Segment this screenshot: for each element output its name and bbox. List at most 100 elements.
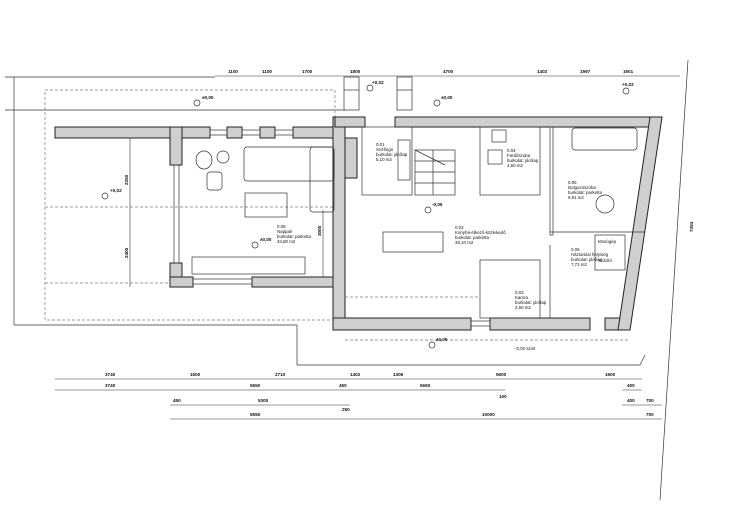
- vertical-dimensions: 2350 2400 3000 7394: [124, 138, 694, 287]
- svg-text:1100: 1100: [228, 69, 238, 74]
- svg-text:2,50 m2: 2,50 m2: [515, 305, 531, 310]
- svg-text:1306: 1306: [393, 372, 404, 377]
- svg-text:34,80 m2: 34,80 m2: [277, 239, 296, 244]
- svg-text:Kamra: Kamra: [515, 295, 528, 300]
- sofa: [243, 146, 335, 182]
- svg-text:Szélfogó: Szélfogó: [376, 147, 394, 152]
- walls: [54, 116, 663, 331]
- svg-text:1997: 1997: [580, 69, 591, 74]
- svg-text:450: 450: [339, 383, 347, 388]
- svg-text:Háztartási helyiség: Háztartási helyiség: [571, 252, 609, 257]
- svg-text:0.05: 0.05: [568, 180, 577, 185]
- top-dimension-line: 1100 1100 1700 1800 4700 1402 1997 1601: [215, 69, 680, 77]
- svg-text:5550: 5550: [250, 412, 261, 417]
- dining-table: [382, 231, 444, 253]
- svg-text:0.02: 0.02: [455, 225, 464, 230]
- level-marker-icon: ±0,00: [433, 95, 453, 107]
- svg-text:10000: 10000: [482, 412, 495, 417]
- svg-text:1600: 1600: [190, 372, 201, 377]
- bench: [397, 139, 411, 181]
- svg-text:100: 100: [499, 394, 507, 399]
- room-label-living: 0.08 Nappali burkolat: parketta 34,80 m2: [277, 224, 311, 244]
- svg-text:1601: 1601: [623, 69, 634, 74]
- svg-text:2710: 2710: [275, 372, 286, 377]
- svg-text:Fürdőszoba: Fürdőszoba: [507, 153, 531, 158]
- svg-text:0.08: 0.08: [277, 224, 286, 229]
- level-marker-icon: ±0,00: [428, 337, 448, 349]
- svg-text:+0,02: +0,02: [372, 80, 384, 85]
- svg-text:burkolat: járólap: burkolat: járólap: [515, 300, 547, 305]
- svg-text:7394: 7394: [689, 221, 694, 232]
- desk-chair: [595, 194, 615, 214]
- svg-text:0.04: 0.04: [507, 148, 516, 153]
- svg-text:Nappali: Nappali: [277, 229, 292, 234]
- level-markers: ±0,00 +0,02 ±0,00 +0,02 ±0,00 -0,05 +0,0…: [101, 80, 634, 349]
- room-label-vestibule: 0.01 Szélfogó burkolat: járólap 5,10 m2: [376, 142, 408, 162]
- bottom-dimension-row-4: 5550 250 10000 700: [170, 407, 662, 420]
- svg-text:0.06: 0.06: [571, 247, 580, 252]
- svg-text:burkolat: járólap: burkolat: járólap: [507, 158, 539, 163]
- side-table: [216, 150, 230, 164]
- sill-note: -0,00 szint: [515, 346, 536, 351]
- coffee-table: [244, 192, 288, 218]
- svg-text:1600: 1600: [605, 372, 616, 377]
- staircase: [414, 149, 456, 196]
- svg-text:5650: 5650: [420, 383, 431, 388]
- svg-text:burkolat: parketta: burkolat: parketta: [568, 190, 602, 195]
- svg-text:5,10 m2: 5,10 m2: [376, 157, 392, 162]
- level-marker-icon: -0,05: [424, 202, 443, 214]
- svg-text:5600: 5600: [496, 372, 507, 377]
- svg-text:±0,00: ±0,00: [436, 337, 448, 342]
- room-label-study: 0.05 Dolgozószoba burkolat: parketta 9,9…: [568, 180, 602, 200]
- level-marker-icon: +0,02: [366, 80, 384, 92]
- bottom-dimension-row-2: 3740 5550 450 5650 400: [55, 383, 642, 391]
- svg-text:±0,00: ±0,00: [441, 95, 453, 100]
- room-label-pantry: 0.03 Kamra burkolat: járólap 2,50 m2: [515, 290, 547, 310]
- washer-dryer: [594, 234, 626, 271]
- svg-text:700: 700: [646, 398, 654, 403]
- sofa-chaise: [309, 146, 335, 213]
- bottom-dimension-row-3: 450 5300 100 400 700: [170, 394, 662, 406]
- svg-text:4,60 m2: 4,60 m2: [507, 163, 523, 168]
- svg-text:36,10 m2: 36,10 m2: [455, 240, 474, 245]
- svg-text:1402: 1402: [537, 69, 548, 74]
- svg-text:5550: 5550: [250, 383, 261, 388]
- svg-text:0.01: 0.01: [376, 142, 385, 147]
- ottoman: [206, 171, 223, 191]
- svg-text:1100: 1100: [262, 69, 272, 74]
- svg-text:7,73 m2: 7,73 m2: [571, 262, 587, 267]
- washer-label: Mosógép: [598, 239, 617, 244]
- svg-text:±0,00: ±0,00: [202, 95, 214, 100]
- svg-text:burkolat: járólap: burkolat: járólap: [376, 152, 408, 157]
- svg-text:1700: 1700: [302, 69, 313, 74]
- partitions: [345, 126, 645, 319]
- room-label-bathroom: 0.04 Fürdőszoba burkolat: járólap 4,60 m…: [507, 148, 539, 168]
- entrance-steps: [343, 76, 413, 111]
- svg-text:4700: 4700: [443, 69, 454, 74]
- svg-text:burkolat: parketta: burkolat: parketta: [277, 234, 311, 239]
- tv-cabinet: [191, 256, 306, 275]
- level-marker-icon: ±0,00: [251, 237, 272, 249]
- svg-text:2400: 2400: [124, 247, 129, 258]
- toilet: [491, 129, 507, 143]
- svg-text:3000: 3000: [317, 225, 322, 236]
- svg-text:burkolat: járólap: burkolat: járólap: [571, 257, 603, 262]
- level-marker-icon: +0,02: [101, 188, 122, 200]
- svg-text:3740: 3740: [105, 372, 116, 377]
- level-marker-icon: ±0,00: [193, 95, 214, 107]
- svg-text:1402: 1402: [350, 372, 361, 377]
- svg-text:450: 450: [173, 398, 181, 403]
- sofa-study: [571, 127, 638, 151]
- svg-text:+0,02: +0,02: [622, 82, 634, 87]
- sink: [487, 149, 503, 165]
- windows: [173, 129, 491, 327]
- svg-text:3740: 3740: [105, 383, 116, 388]
- armchair: [195, 150, 213, 170]
- room-label-utility: 0.06 Háztartási helyiség burkolat: járól…: [571, 247, 609, 267]
- room-label-kitchen: 0.02 Konyha-étkező-közlekedő burkolat: p…: [455, 225, 506, 245]
- bottom-dimension-row-1: 3740 1600 2710 1402 1306 5600 1600: [55, 372, 642, 380]
- svg-text:+0,02: +0,02: [110, 188, 122, 193]
- svg-text:1800: 1800: [350, 69, 361, 74]
- furniture: [191, 127, 638, 275]
